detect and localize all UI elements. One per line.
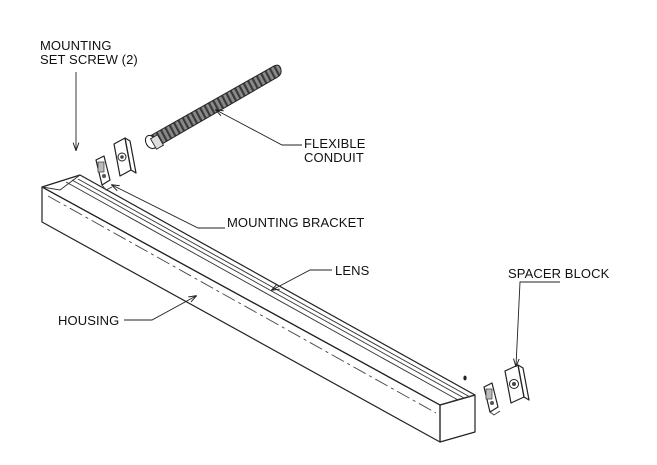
label-set-screw-line1: MOUNTING [40,38,112,53]
spacer-block-lower [504,364,530,404]
lens [77,178,471,398]
set-screw-lower [463,375,467,381]
housing [41,174,476,443]
label-conduit-line1: FLEXIBLE [304,136,366,151]
leader-lines [76,72,560,366]
label-lens: LENS [335,263,370,278]
leader-housing [124,296,196,321]
leader-bracket [112,185,225,229]
label-conduit-line2: CONDUIT [304,150,364,165]
label-spacer: SPACER BLOCK [508,266,610,281]
flexible-conduit [144,64,282,150]
leader-spacer [516,281,560,366]
mounting-bracket-lower [483,382,501,416]
label-housing: HOUSING [58,313,119,328]
label-bracket: MOUNTING BRACKET [227,215,364,230]
labels: MOUNTING SET SCREW (2) FLEXIBLE CONDUIT … [40,38,610,328]
spacer-block-upper [113,137,137,177]
leader-lens [272,269,332,290]
conduit-connector [144,134,165,150]
label-set-screw-line2: SET SCREW (2) [40,52,138,67]
leader-conduit [216,110,302,146]
